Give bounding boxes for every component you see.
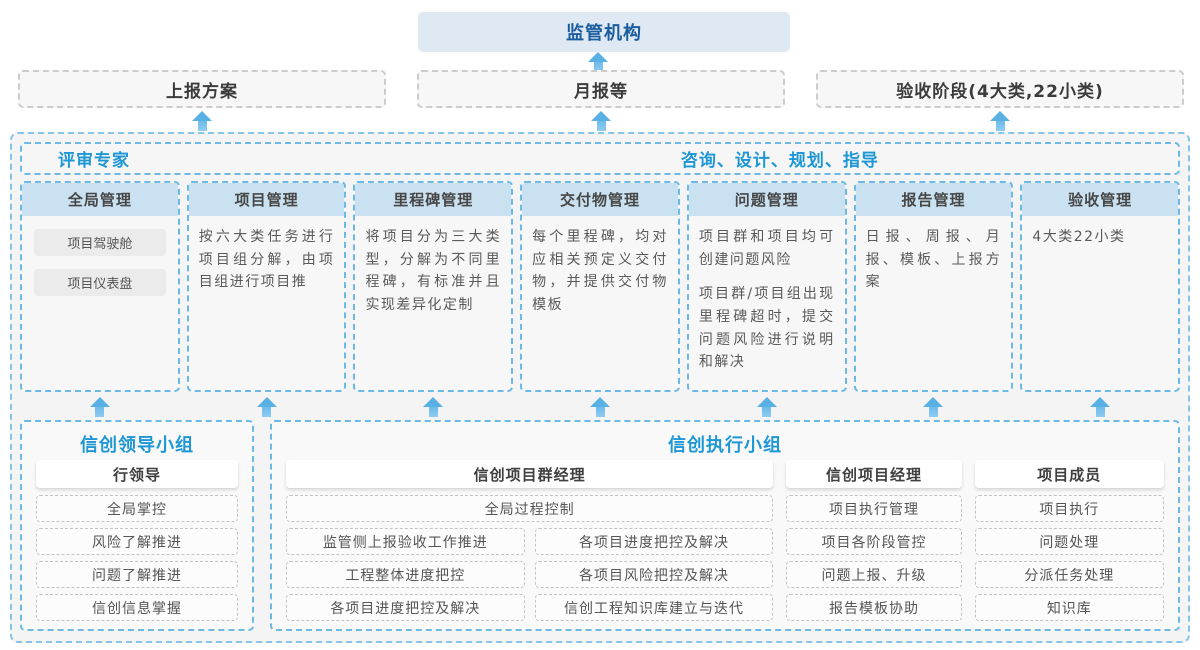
pm-group-item: 全局过程控制	[286, 495, 774, 522]
up-arrow-icon	[588, 52, 608, 72]
column-desc: 项目群和项目均可创建问题风险	[698, 229, 835, 268]
up-arrow-icon	[1090, 397, 1111, 418]
project-member-section: 项目成员 项目执行 问题处理 分派任务处理 知识库	[974, 460, 1164, 627]
output-box-acceptance-stage: 验收阶段(4大类,22小类)	[816, 70, 1184, 108]
pm-item: 项目各阶段管控	[786, 528, 962, 555]
project-manager-section: 信创项目经理 项目执行管理 项目各阶段管控 问题上报、升级 报告模板协助	[786, 460, 962, 627]
role-header-bank-leader: 行领导	[36, 460, 238, 488]
column-acceptance-management: 验收管理 4大类22小类	[1020, 181, 1181, 392]
column-desc: 4大类22小类	[1032, 229, 1126, 245]
pm-item: 问题上报、升级	[786, 561, 962, 588]
program-manager-section: 信创项目群经理 全局过程控制 监管侧上报验收工作推进 工程整体进度把控 各项目进…	[286, 460, 774, 627]
output-label: 上报方案	[166, 81, 238, 102]
up-arrow-icon	[756, 397, 777, 418]
up-arrow-icon	[423, 397, 444, 418]
regulator-label: 监管机构	[566, 23, 642, 44]
column-report-management: 报告管理 日报、周报、月报、模板、上报方案	[853, 181, 1014, 392]
member-item: 问题处理	[974, 528, 1164, 555]
column-header: 报告管理	[855, 183, 1012, 216]
consulting-label: 咨询、设计、规划、指导	[680, 151, 879, 171]
column-issue-management: 问题管理 项目群和项目均可创建问题风险 项目群/项目组出现里程碑超时，提交问题风…	[686, 181, 847, 392]
leader-item: 问题了解推进	[36, 561, 238, 588]
output-label: 验收阶段(4大类,22小类)	[896, 81, 1104, 102]
pm-item: 项目执行管理	[786, 495, 962, 522]
pm-group-item: 工程整体进度把控	[286, 561, 525, 588]
up-arrow-icon	[923, 397, 944, 418]
column-header: 里程碑管理	[355, 183, 512, 216]
column-header: 验收管理	[1022, 183, 1179, 216]
leader-group-box: 信创领导小组 行领导 全局掌控 风险了解推进 问题了解推进 信创信息掌握	[20, 420, 254, 631]
up-arrow-icon	[990, 111, 1010, 131]
leader-item: 信创信息掌握	[36, 594, 238, 621]
pm-group-item: 监管侧上报验收工作推进	[286, 528, 525, 555]
member-item: 分派任务处理	[974, 561, 1164, 588]
tag-project-cockpit: 项目驾驶舱	[34, 229, 166, 256]
leader-item: 全局掌控	[36, 495, 238, 522]
column-desc: 按六大类任务进行项目组分解，由项目组进行项目推	[198, 229, 335, 291]
exec-group-box: 信创执行小组 信创项目群经理 全局过程控制 监管侧上报验收工作推进 工程整体进度…	[270, 420, 1180, 631]
leader-group-title: 信创领导小组	[80, 434, 194, 456]
pm-group-item: 信创工程知识库建立与迭代	[534, 594, 774, 621]
up-arrow-icon	[591, 111, 611, 131]
output-box-report-plan: 上报方案	[18, 70, 386, 108]
up-arrow-icon	[89, 397, 110, 418]
column-header: 全局管理	[22, 183, 178, 216]
output-row: 上报方案 月报等 验收阶段(4大类,22小类)	[18, 70, 1184, 108]
pm-group-item: 各项目进度把控及解决	[286, 594, 525, 621]
column-milestone-management: 里程碑管理 将项目分为三大类型，分解为不同里程碑，有标准并且实现差异化定制	[353, 181, 514, 392]
up-arrow-icon	[590, 397, 611, 418]
tag-project-dashboard: 项目仪表盘	[34, 269, 166, 296]
column-header: 问题管理	[688, 183, 845, 216]
up-arrow-icon	[256, 397, 277, 418]
pm-group-item: 各项目风险把控及解决	[534, 561, 774, 588]
member-item: 项目执行	[974, 495, 1164, 522]
column-project-management: 项目管理 按六大类任务进行项目组分解，由项目组进行项目推	[186, 181, 347, 392]
role-header-project-member: 项目成员	[974, 460, 1164, 488]
up-arrow-icon	[192, 111, 212, 131]
exec-group-title: 信创执行小组	[668, 434, 782, 456]
column-desc: 日报、周报、月报、模板、上报方案	[865, 229, 1002, 291]
column-header: 交付物管理	[522, 183, 678, 216]
expert-strip: 评审专家 咨询、设计、规划、指导	[20, 142, 1180, 175]
pm-group-item: 各项目进度把控及解决	[534, 528, 774, 555]
regulator-box: 监管机构	[418, 12, 790, 52]
output-box-monthly-report: 月报等	[417, 70, 785, 108]
role-header-program-manager: 信创项目群经理	[286, 460, 774, 488]
pm-item: 报告模板协助	[786, 594, 962, 621]
review-experts-label: 评审专家	[58, 151, 130, 171]
bottom-groups: 信创领导小组 行领导 全局掌控 风险了解推进 问题了解推进 信创信息掌握 信创执…	[20, 420, 1180, 631]
group-arrows	[20, 397, 1180, 418]
leader-item: 风险了解推进	[36, 528, 238, 555]
column-global-management: 全局管理 项目驾驶舱 项目仪表盘	[20, 181, 180, 392]
column-deliverable-management: 交付物管理 每个里程碑，均对应相关预定义交付物，并提供交付物模板	[520, 181, 680, 392]
output-label: 月报等	[574, 81, 628, 102]
management-columns: 全局管理 项目驾驶舱 项目仪表盘 项目管理 按六大类任务进行项目组分解，由项目组…	[20, 181, 1181, 392]
column-header: 项目管理	[188, 183, 345, 216]
output-arrows	[18, 111, 1184, 131]
column-desc: 项目群/项目组出现里程碑超时，提交问题风险进行说明和解决	[698, 286, 835, 371]
member-item: 知识库	[974, 594, 1164, 621]
role-header-project-manager: 信创项目经理	[786, 460, 962, 488]
platform-container: 评审专家 咨询、设计、规划、指导 全局管理 项目驾驶舱 项目仪表盘 项目管理 按…	[10, 132, 1190, 643]
column-desc: 将项目分为三大类型，分解为不同里程碑，有标准并且实现差异化定制	[365, 229, 502, 314]
column-desc: 每个里程碑，均对应相关预定义交付物，并提供交付物模板	[532, 229, 668, 314]
